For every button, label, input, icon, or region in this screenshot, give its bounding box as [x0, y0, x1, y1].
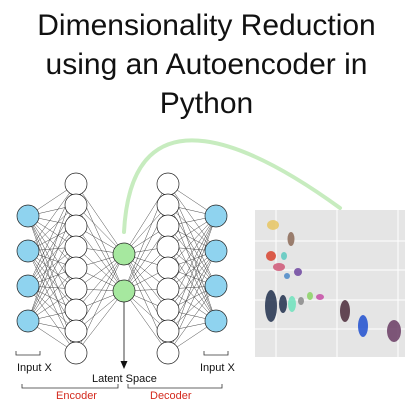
connection-line: [75, 225, 125, 292]
scatter-cluster: [387, 320, 401, 342]
input-x-label-right: Input X: [200, 362, 235, 374]
hidden-node: [156, 277, 180, 301]
scatter-plot: [255, 210, 405, 357]
connection-line: [167, 225, 217, 287]
connection-line: [123, 225, 169, 292]
decoder-bracket: [127, 384, 223, 389]
scatter-cluster: [279, 295, 287, 313]
latent-space-label: Latent Space: [92, 373, 157, 385]
connection-line: [75, 253, 125, 311]
input-bracket-left: [15, 351, 41, 356]
connection-line: [75, 204, 125, 255]
hidden-node: [64, 172, 88, 196]
hidden-node: [156, 341, 180, 365]
output-node: [204, 309, 228, 333]
connection-line: [167, 215, 217, 269]
input-node: [16, 274, 40, 298]
hidden-node: [64, 319, 88, 343]
scatter-cluster: [288, 296, 296, 312]
hidden-node: [156, 319, 180, 343]
hidden-node: [64, 341, 88, 365]
hidden-node: [64, 298, 88, 322]
hidden-node: [64, 235, 88, 259]
input-x-label-left: Input X: [17, 362, 52, 374]
scatter-cluster: [267, 220, 279, 230]
latent-node: [112, 242, 136, 266]
output-node: [204, 204, 228, 228]
connection-line: [123, 253, 169, 311]
scatter-cluster: [358, 315, 368, 337]
scatter-cluster: [307, 292, 313, 300]
scatter-cluster: [287, 232, 295, 246]
connection-line: [27, 285, 77, 354]
connection-line: [167, 215, 217, 290]
network-connections: [27, 183, 217, 354]
output-node: [204, 239, 228, 263]
scatter-cluster: [284, 273, 290, 279]
scatter-cluster: [298, 297, 304, 305]
connection-line: [27, 267, 77, 322]
decoder-label: Decoder: [150, 390, 192, 402]
input-bracket-right: [203, 351, 229, 356]
hidden-node: [156, 235, 180, 259]
encoder-bracket: [21, 384, 119, 389]
connection-line: [27, 250, 77, 311]
hidden-node: [64, 193, 88, 217]
connection-line: [75, 253, 125, 332]
hidden-node: [156, 214, 180, 238]
scatter-cluster: [273, 263, 285, 271]
hidden-node: [156, 256, 180, 280]
title-line-3: Python: [159, 87, 254, 120]
latent-arrow-head: [120, 361, 128, 369]
hidden-node: [156, 298, 180, 322]
scatter-cluster: [265, 290, 277, 322]
hidden-node: [64, 277, 88, 301]
input-node: [16, 309, 40, 333]
connection-line: [27, 225, 77, 287]
encoder-label: Encoder: [56, 390, 97, 402]
scatter-cluster: [340, 300, 350, 322]
scatter-cluster: [294, 268, 302, 276]
hidden-node: [156, 193, 180, 217]
connection-line: [167, 285, 217, 354]
latent-to-plot-arc: [122, 138, 342, 234]
input-node: [16, 239, 40, 263]
connection-line: [27, 183, 77, 252]
plot-background: [255, 210, 405, 357]
scatter-cluster: [316, 294, 324, 300]
output-node: [204, 274, 228, 298]
connection-line: [27, 246, 77, 322]
connection-line: [123, 183, 169, 255]
connection-line: [167, 250, 217, 311]
title-line-1: Dimensionality Reduction: [37, 9, 376, 42]
title-line-2: using an Autoencoder in: [45, 48, 368, 81]
section-brackets: [15, 351, 229, 389]
latent-node: [112, 279, 136, 303]
hidden-node: [156, 172, 180, 196]
hidden-node: [64, 256, 88, 280]
connection-line: [75, 183, 125, 255]
input-node: [16, 204, 40, 228]
page-title: Dimensionality Reduction using an Autoen…: [0, 6, 413, 123]
scatter-cluster: [281, 252, 287, 260]
connection-line: [75, 290, 125, 354]
connection-line: [123, 290, 169, 354]
hidden-node: [64, 214, 88, 238]
connection-line: [167, 183, 217, 252]
scatter-cluster: [266, 251, 276, 261]
network-nodes: [16, 172, 228, 369]
